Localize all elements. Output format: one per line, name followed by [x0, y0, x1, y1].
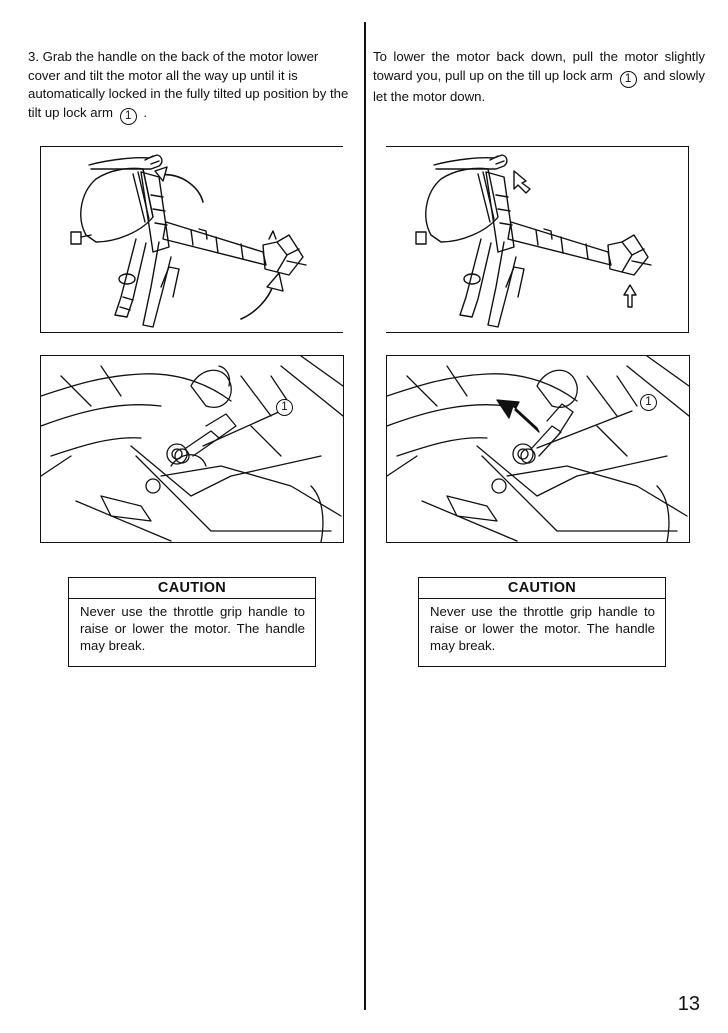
caution-body: Never use the throttle grip handle to ra… [430, 604, 655, 653]
caution-title: CAUTION [419, 578, 665, 599]
tilt-lock-arm-callout: 1 [276, 399, 293, 416]
callout-circle-1: 1 [619, 70, 637, 88]
step-3-text-end: . [143, 104, 148, 120]
tilt-lock-arm-callout: 1 [640, 394, 657, 411]
motor-tilt-up-illustration [40, 146, 343, 333]
lift-lock-arm-detail-illustration: 1 [386, 355, 690, 543]
lower-motor-text-end: and slowly let the motor down. [373, 67, 706, 104]
lower-motor-text: To lower the motor back down, pull the m… [373, 49, 705, 83]
tilt-lock-arm-detail-illustration: 1 [40, 355, 344, 543]
page-number: 13 [677, 993, 700, 1015]
caution-body: Never use the throttle grip handle to ra… [80, 604, 305, 653]
caution-title: CAUTION [69, 578, 315, 599]
caution-box: CAUTION Never use the throttle grip hand… [68, 577, 316, 667]
motor-lower-illustration [386, 146, 689, 333]
step-3-text: 3. Grab the handle on the back of the mo… [28, 49, 349, 120]
column-divider [364, 22, 366, 1010]
lower-motor-paragraph: To lower the motor back down, pull the m… [373, 48, 705, 106]
step-3-paragraph: 3. Grab the handle on the back of the mo… [28, 48, 350, 125]
callout-circle-1: 1 [119, 107, 137, 125]
caution-box: CAUTION Never use the throttle grip hand… [418, 577, 666, 667]
